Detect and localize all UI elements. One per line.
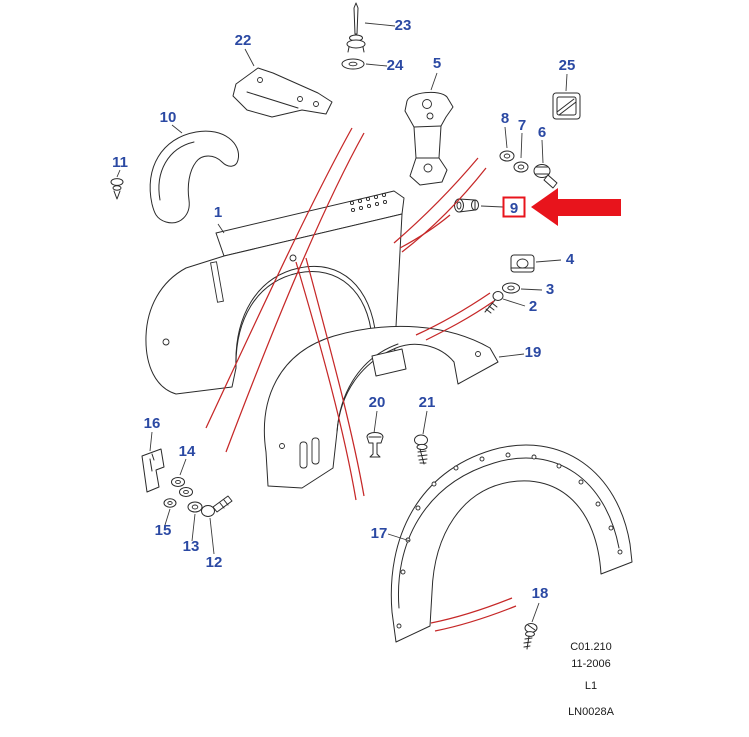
part-7-washer-drawing xyxy=(513,161,529,173)
part-9-spacer-drawing xyxy=(454,198,479,213)
callout-15[interactable]: 15 xyxy=(155,522,172,539)
callout-24[interactable]: 24 xyxy=(387,57,404,74)
selected-part-highlight xyxy=(502,188,621,226)
part-23-screw-drawing xyxy=(346,2,366,53)
callout-11[interactable]: 11 xyxy=(112,154,128,171)
part-2-screw-drawing xyxy=(484,291,504,314)
selection-arrow-icon xyxy=(531,188,621,226)
callout-4[interactable]: 4 xyxy=(566,251,575,268)
part-17-wheelarch-flare-drawing xyxy=(390,444,633,643)
drawing-ref: LN0028A xyxy=(568,706,614,718)
callout-3[interactable]: 3 xyxy=(546,281,554,298)
callout-10[interactable]: 10 xyxy=(160,109,177,126)
drawing-info: C01.210 11-2006 L1 LN0028A xyxy=(548,639,634,721)
red-reference-lines xyxy=(205,127,517,632)
callout-leader-lines xyxy=(116,22,568,623)
part-21-bolt-drawing xyxy=(414,434,428,465)
part-25-pad-drawing xyxy=(552,92,581,120)
part-1-flange-holes xyxy=(349,192,388,213)
part-15-washer-drawing xyxy=(163,498,177,508)
drawing-code: C01.210 xyxy=(570,641,612,653)
callout-23[interactable]: 23 xyxy=(395,17,412,34)
part-12-bolt-drawing xyxy=(201,495,233,517)
callout-2[interactable]: 2 xyxy=(529,298,537,315)
callout-1[interactable]: 1 xyxy=(214,204,222,221)
callout-17[interactable]: 17 xyxy=(371,525,388,542)
part-18-screw-drawing xyxy=(523,623,538,650)
part-14-washers-drawing xyxy=(171,477,193,497)
part-20-clip-drawing xyxy=(366,432,384,458)
part-13-washer-drawing xyxy=(187,501,203,513)
drawing-sheet: L1 xyxy=(584,680,598,692)
callout-12[interactable]: 12 xyxy=(206,554,223,571)
part-6-bolt-drawing xyxy=(533,164,558,189)
callout-16[interactable]: 16 xyxy=(144,415,161,432)
part-22-bracket-drawing xyxy=(232,67,333,118)
part-5-bracket-drawing xyxy=(404,91,454,186)
part-4-nut-drawing xyxy=(510,254,535,273)
callout-9-selected[interactable]: 9 xyxy=(510,200,518,217)
part-3-washer-drawing xyxy=(502,282,520,294)
callout-5[interactable]: 5 xyxy=(433,55,441,72)
part-16-bracket-drawing xyxy=(141,448,165,493)
callout-25[interactable]: 25 xyxy=(559,57,576,74)
callout-22[interactable]: 22 xyxy=(235,32,252,49)
callout-18[interactable]: 18 xyxy=(532,585,549,602)
selected-callout-box xyxy=(502,196,526,218)
drawing-date: 11-2006 xyxy=(571,658,611,670)
part-24-washer-drawing xyxy=(341,58,365,70)
callout-20[interactable]: 20 xyxy=(369,394,386,411)
callout-13[interactable]: 13 xyxy=(183,538,200,555)
part-8-washer-drawing xyxy=(499,150,515,162)
callout-19[interactable]: 19 xyxy=(525,344,542,361)
callout-6[interactable]: 6 xyxy=(538,124,546,141)
part-10-shield-drawing xyxy=(149,130,240,224)
callout-21[interactable]: 21 xyxy=(419,394,436,411)
callout-8[interactable]: 8 xyxy=(501,110,509,127)
part-19-wheelarch-liner-drawing xyxy=(263,325,499,489)
callout-14[interactable]: 14 xyxy=(179,443,196,460)
part-11-fastener-drawing xyxy=(110,178,124,200)
callout-7[interactable]: 7 xyxy=(518,117,526,134)
